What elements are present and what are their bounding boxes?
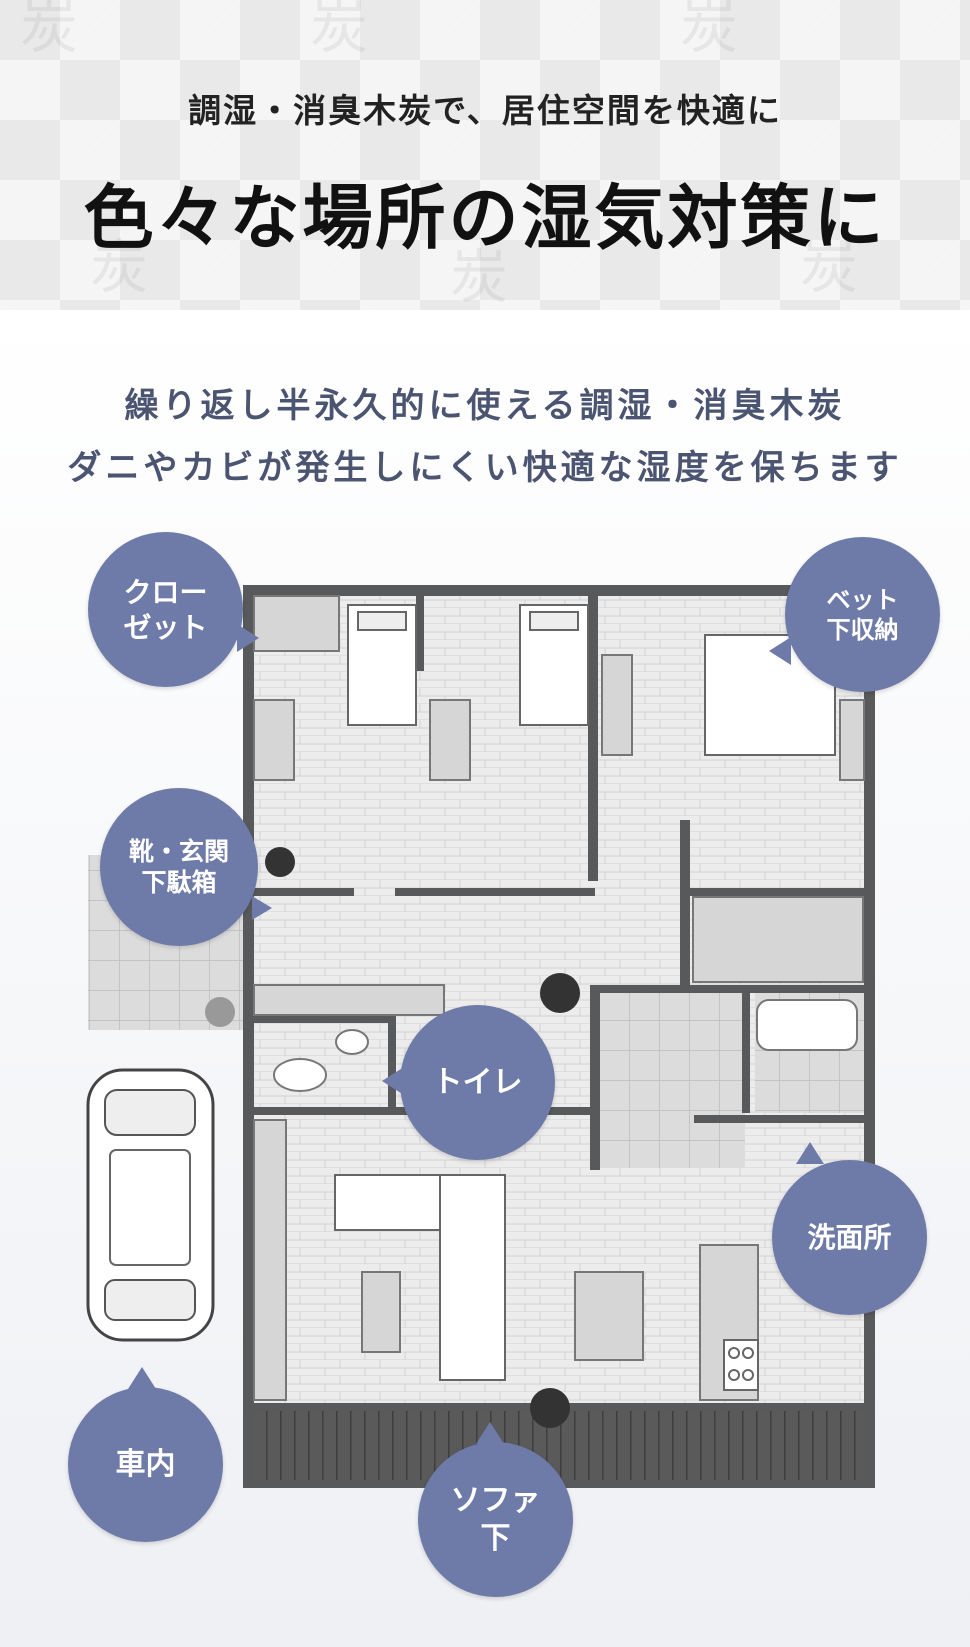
charcoal-watermark: 炭 — [310, 0, 369, 61]
intro-line-1: 繰り返し半永久的に使える調湿・消臭木炭 — [124, 386, 846, 426]
toilet-fixture — [273, 1058, 327, 1092]
shoe-label-2: 下駄箱 — [141, 868, 217, 897]
sofa — [334, 1174, 506, 1381]
charcoal-watermark: 炭 — [20, 0, 79, 61]
bed-label-2: 下収納 — [826, 615, 899, 644]
car-label: 車内 — [115, 1446, 176, 1482]
shoe-box-bubble: 靴・玄関下駄箱 — [100, 788, 272, 946]
car-outline — [86, 1068, 215, 1342]
bed-label-1: ベット — [826, 585, 899, 614]
closet-bubble: クローゼット — [88, 532, 259, 687]
shoe-label-1: 靴・玄関 — [128, 836, 229, 866]
closet-label-2: ゼット — [123, 610, 208, 644]
header-banner: 炭 炭 炭 炭 炭 炭 調湿・消臭木炭で、居住空間を快適に 色々な場所の湿気対策… — [0, 0, 970, 311]
charcoal-watermark: 炭 — [680, 0, 739, 61]
dining-table — [574, 1271, 644, 1361]
toilet-bubble: トイレ — [382, 1005, 555, 1160]
plants — [205, 847, 580, 1428]
sofa-label-1: ソファ — [450, 1483, 541, 1518]
under-bed-bubble: ベット下収納 — [769, 537, 940, 692]
coffee-table — [361, 1271, 401, 1353]
page-title: 色々な場所の湿気対策に — [83, 176, 887, 259]
washroom-bubble: 洗面所 — [772, 1142, 927, 1315]
header-subtitle: 調湿・消臭木炭で、居住空間を快適に — [188, 91, 782, 130]
car-bubble: 車内 — [68, 1367, 223, 1542]
sink-fixture — [335, 1029, 369, 1055]
intro-line-2: ダニやカビが発生しにくい快適な湿度を保ちます — [67, 448, 903, 488]
washroom-tiles — [600, 993, 745, 1168]
bathtub — [756, 999, 858, 1051]
charcoal-watermark: 炭 — [90, 233, 149, 301]
toilet-label: トイレ — [432, 1064, 523, 1100]
wash-label: 洗面所 — [807, 1221, 892, 1254]
floor-plan — [86, 585, 875, 1488]
under-sofa-bubble: ソファ下 — [418, 1422, 573, 1597]
stove — [723, 1339, 759, 1391]
closet-label-1: クロー — [123, 575, 208, 609]
charcoal-watermark: 炭 — [450, 243, 509, 311]
sofa-label-2: 下 — [480, 1520, 511, 1556]
charcoal-watermark: 炭 — [800, 233, 859, 301]
